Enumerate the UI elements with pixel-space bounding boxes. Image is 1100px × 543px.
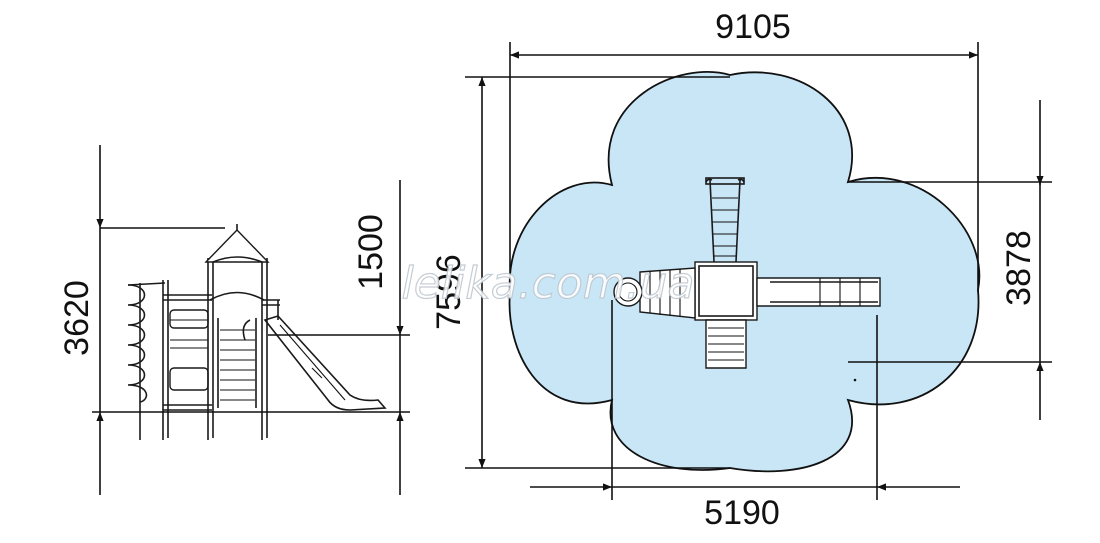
top-view-equipment [613,177,881,382]
side-view-equipment [127,224,387,440]
dim-overall-width: 9105 [715,8,791,46]
watermark-text: lelika.com.ua [402,258,695,309]
dimension-lines [92,42,1052,500]
dim-side-height: 3620 [58,280,96,356]
dim-bottom-span: 5190 [704,494,780,532]
dim-overall-depth: 7596 [430,254,468,330]
dim-platform-height: 1500 [352,214,390,290]
dim-right-span: 3878 [1000,230,1038,306]
